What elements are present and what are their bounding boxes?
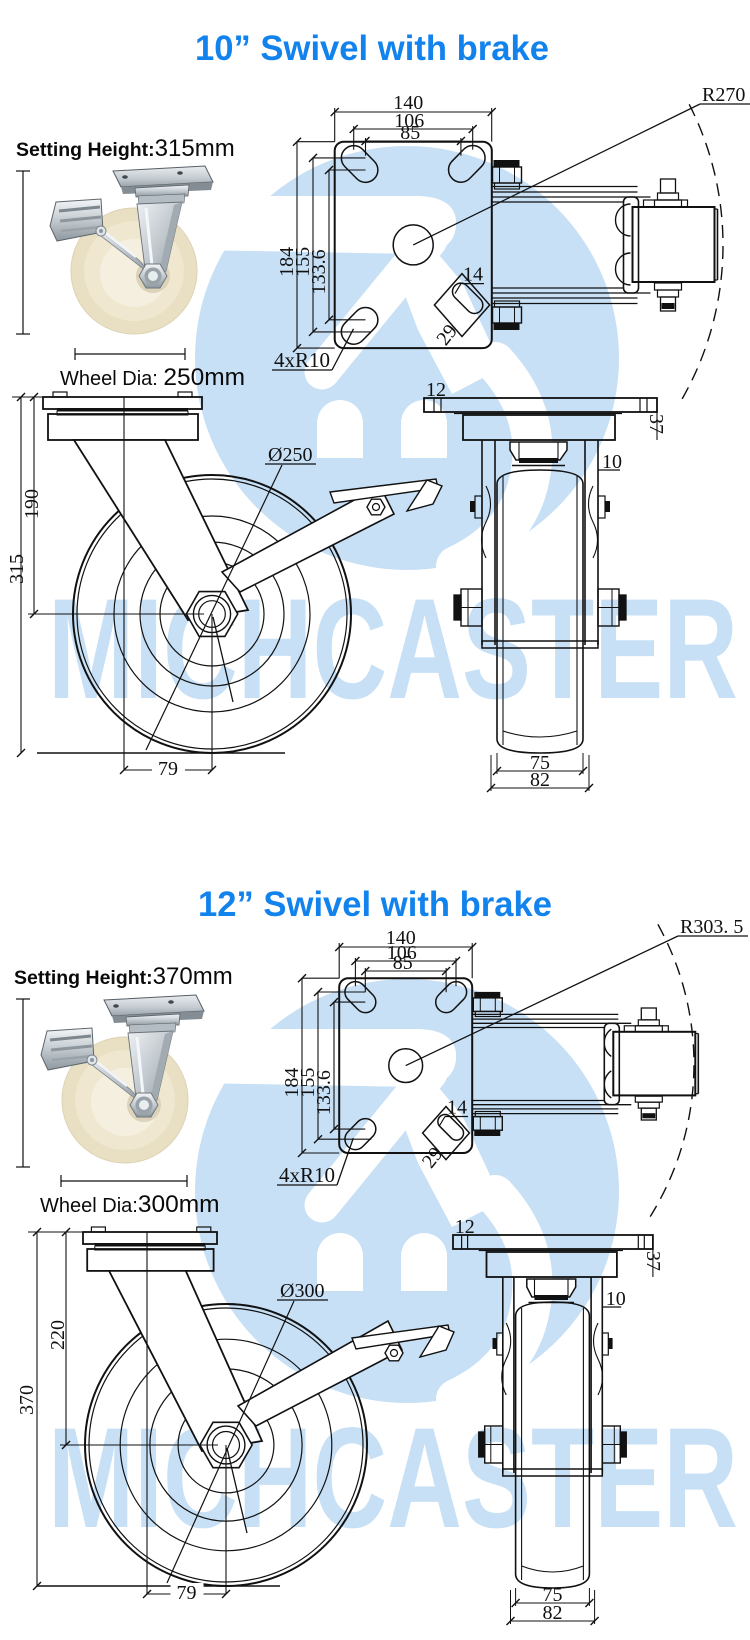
svg-text:Ø250: Ø250 — [268, 444, 312, 466]
svg-text:370: 370 — [16, 1385, 38, 1415]
svg-text:315: 315 — [6, 554, 28, 584]
svg-text:10: 10 — [602, 451, 622, 473]
svg-text:106: 106 — [394, 110, 424, 132]
svg-text:12: 12 — [455, 1216, 475, 1238]
svg-text:75: 75 — [530, 752, 550, 774]
svg-text:220: 220 — [47, 1320, 69, 1350]
svg-text:140: 140 — [393, 92, 423, 114]
svg-text:75: 75 — [543, 1584, 563, 1606]
svg-text:85: 85 — [393, 952, 413, 974]
svg-text:Setting Height:315mm: Setting Height:315mm — [16, 135, 235, 162]
svg-text:MICHCASTER: MICHCASTER — [48, 1399, 738, 1558]
svg-text:10” Swivel with brake: 10” Swivel with brake — [195, 29, 549, 68]
svg-text:R303. 5: R303. 5 — [680, 916, 743, 938]
svg-text:37: 37 — [642, 1251, 664, 1271]
svg-text:14: 14 — [447, 1096, 467, 1118]
svg-text:MICHCASTER: MICHCASTER — [48, 570, 738, 729]
svg-text:12” Swivel with brake: 12” Swivel with brake — [198, 885, 552, 924]
svg-text:R270: R270 — [702, 84, 745, 106]
svg-text:Wheel Dia:300mm: Wheel Dia:300mm — [40, 1191, 220, 1218]
svg-text:37: 37 — [645, 414, 667, 434]
svg-text:190: 190 — [21, 489, 43, 519]
svg-text:133.6: 133.6 — [308, 249, 330, 294]
svg-text:155: 155 — [292, 247, 314, 277]
svg-text:79: 79 — [158, 758, 178, 780]
svg-text:82: 82 — [543, 1602, 563, 1624]
svg-text:140: 140 — [386, 927, 416, 949]
svg-text:85: 85 — [400, 122, 420, 144]
svg-text:79: 79 — [177, 1582, 197, 1604]
svg-text:Wheel Dia: 250mm: Wheel Dia: 250mm — [60, 364, 245, 391]
svg-text:155: 155 — [297, 1068, 319, 1098]
svg-text:184: 184 — [276, 247, 298, 277]
svg-text:10: 10 — [606, 1288, 626, 1310]
svg-text:133.6: 133.6 — [313, 1070, 335, 1115]
svg-text:4xR10: 4xR10 — [279, 1163, 335, 1187]
svg-text:12: 12 — [426, 379, 446, 401]
svg-text:82: 82 — [530, 769, 550, 791]
svg-text:Setting Height:370mm: Setting Height:370mm — [14, 963, 233, 990]
svg-text:Ø300: Ø300 — [280, 1280, 324, 1302]
svg-text:4xR10: 4xR10 — [274, 348, 330, 372]
svg-text:14: 14 — [463, 264, 483, 286]
svg-text:184: 184 — [281, 1068, 303, 1098]
svg-text:106: 106 — [387, 942, 417, 964]
